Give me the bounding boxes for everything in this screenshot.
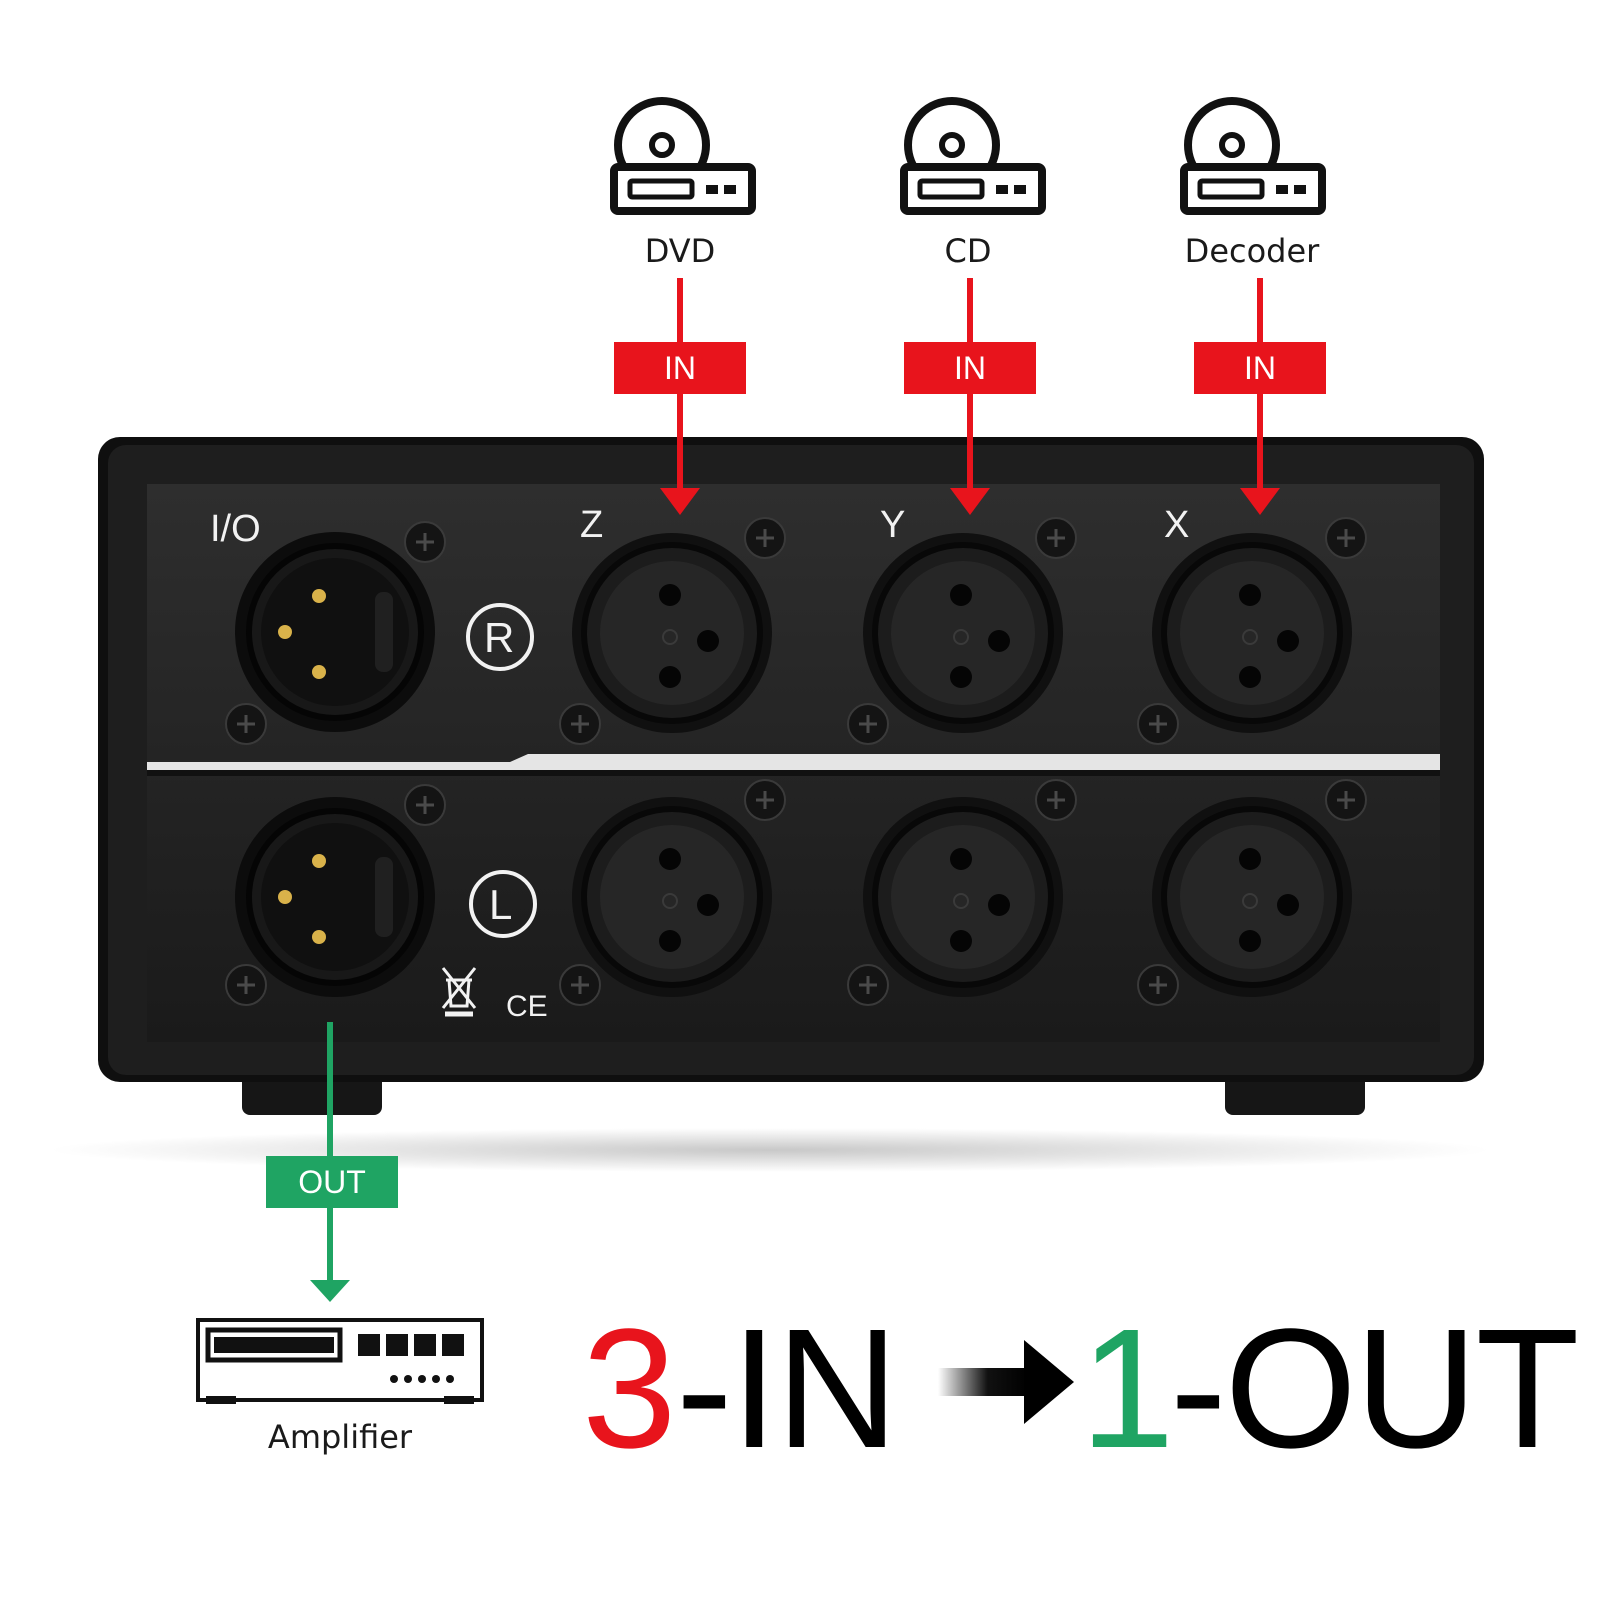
xlr-female-jack-y-right[interactable] [863, 533, 1063, 733]
xlr-female-jack-x-right[interactable] [1152, 533, 1352, 733]
io-label: I/O [210, 508, 261, 550]
ce-mark: CE [506, 990, 548, 1023]
right-channel-circle [466, 603, 534, 671]
slogan-out-number: 1 [1080, 1294, 1175, 1484]
channel-label-x: X [1164, 504, 1190, 546]
right-channel-mark: R [484, 614, 515, 661]
weee-bin-icon [441, 967, 477, 1017]
badge-in-dvd: IN [614, 342, 746, 394]
slogan-out-text: -OUT [1170, 1294, 1579, 1484]
badge-in-cd: IN [904, 342, 1036, 394]
badge-in-decoder: IN [1194, 342, 1326, 394]
source-label-dvd: DVD [644, 232, 716, 270]
amplifier-label: Amplifier [267, 1418, 413, 1456]
amplifier-icon [196, 1318, 484, 1404]
xlr-female-jack-x-left[interactable] [1152, 797, 1352, 997]
channel-label-y: Y [880, 504, 906, 546]
left-channel-circle [469, 870, 537, 938]
slogan-in-text: -IN [676, 1294, 899, 1484]
xlr-male-jack-right[interactable] [235, 532, 435, 732]
xlr-male-jack-left[interactable] [235, 797, 435, 997]
slogan-arrow-icon [938, 1340, 1074, 1424]
channel-label-z: Z [580, 504, 604, 546]
left-channel-mark: L [489, 881, 513, 928]
xlr-female-jack-z-right[interactable] [572, 533, 772, 733]
output-arrow [310, 1022, 350, 1302]
xlr-female-jack-y-left[interactable] [863, 797, 1063, 997]
badge-out: OUT [266, 1156, 398, 1208]
slogan-in-number: 3 [582, 1294, 677, 1484]
xlr-female-jack-z-left[interactable] [572, 797, 772, 997]
source-label-cd: CD [944, 232, 992, 270]
source-label-decoder: Decoder [1184, 232, 1320, 270]
